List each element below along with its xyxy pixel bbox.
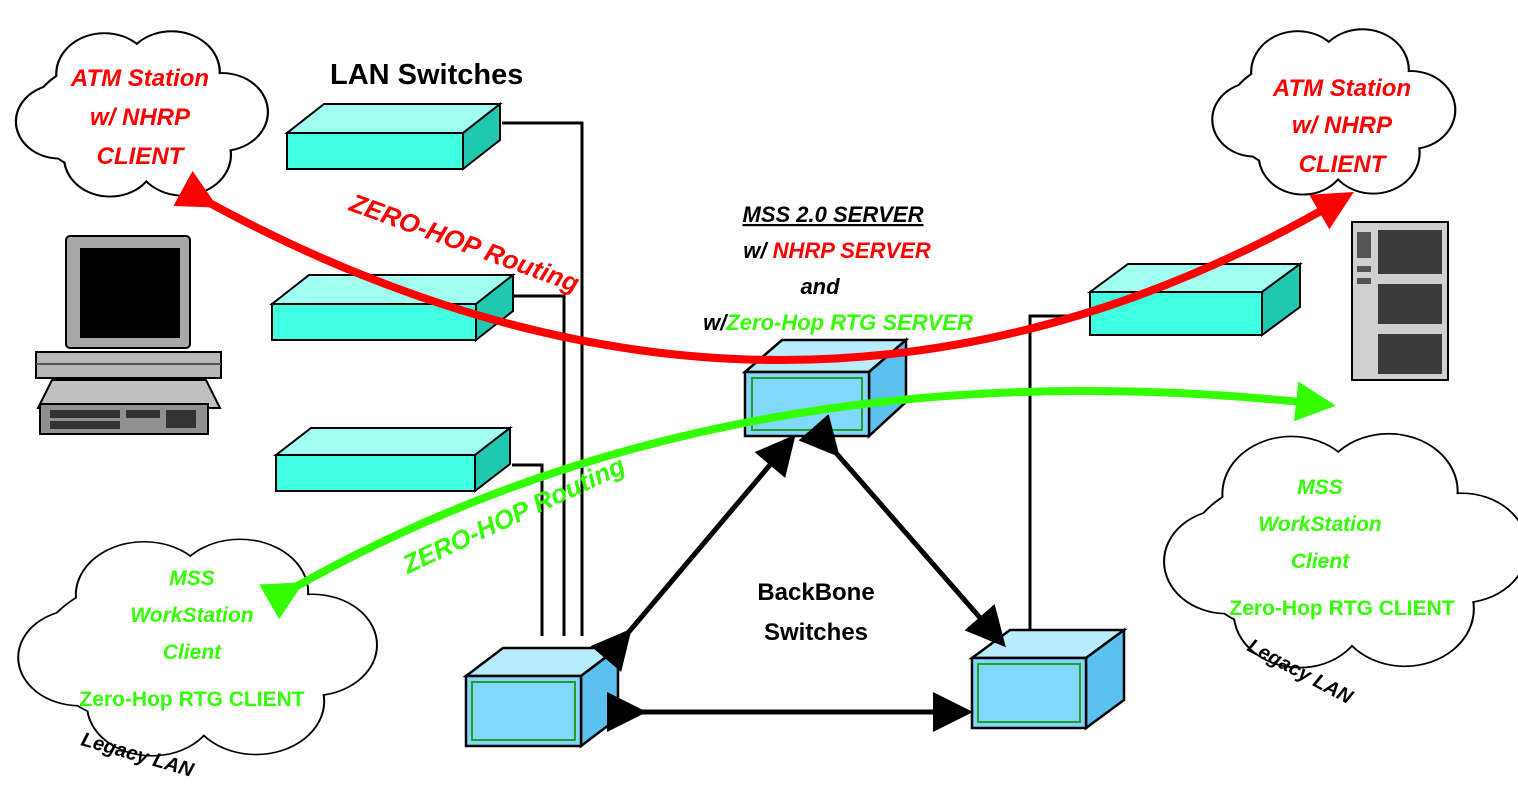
right-station-line1: ATM Station [1272, 75, 1411, 102]
desktop-computer-icon [35, 235, 222, 435]
backbone-line2: Switches [764, 619, 868, 646]
left-client-line3: Client [163, 641, 222, 664]
backbone-switch-icon [462, 645, 622, 749]
left-client-line2: WorkStation [130, 604, 253, 627]
backbone-switch-icon [968, 627, 1128, 731]
server-line4: w/Zero-Hop RTG SERVER [703, 310, 973, 335]
lan-switch-icon [273, 425, 513, 494]
right-client-line2: WorkStation [1258, 513, 1381, 536]
green-routing-arrow [259, 381, 1336, 620]
red-routing-arrow [173, 170, 1354, 364]
left-client-line4: Zero-Hop RTG CLIENT [79, 688, 304, 711]
lan-switch-icon [284, 101, 503, 172]
right-station-line3: CLIENT [1299, 151, 1388, 178]
server-title: MSS 2.0 SERVER [743, 202, 924, 227]
right-client-line4: Zero-Hop RTG CLIENT [1229, 597, 1454, 620]
left-client-line1: MSS [169, 567, 215, 590]
backbone-line1: BackBone [757, 579, 874, 606]
server-line2: w/ NHRP SERVER [743, 238, 931, 263]
tower-server-icon [1351, 221, 1449, 381]
server-line3: and [800, 274, 840, 299]
left-station-line2: w/ NHRP [90, 104, 191, 131]
right-station-line2: w/ NHRP [1292, 112, 1393, 139]
left-station-line3: CLIENT [97, 143, 186, 170]
lan-switches-label: LAN Switches [330, 59, 523, 91]
right-client-line3: Client [1291, 550, 1350, 573]
left-station-line1: ATM Station [70, 65, 209, 92]
right-client-line1: MSS [1297, 476, 1343, 499]
